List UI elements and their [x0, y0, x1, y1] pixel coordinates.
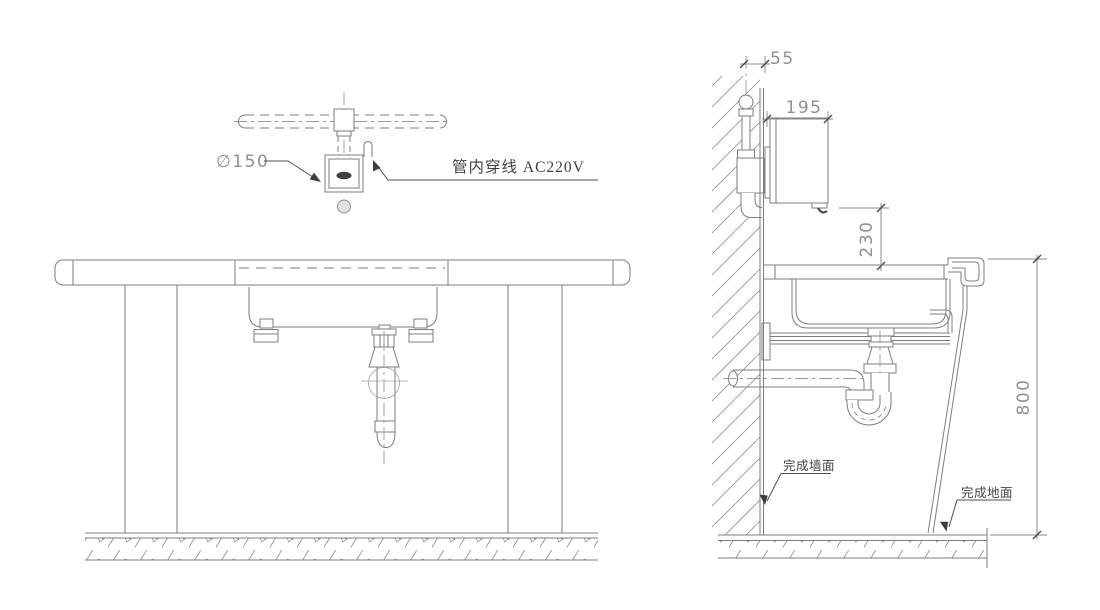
wiring-callout: 管内穿线 AC220V	[373, 158, 598, 181]
sensor-box-side	[764, 117, 829, 214]
floor-hatch	[718, 541, 987, 558]
dim-195-text: 195	[786, 98, 823, 118]
floor-side	[718, 528, 988, 568]
side-view: 55 195 230	[712, 49, 1047, 568]
leader-arrow	[309, 172, 321, 182]
spout-aerator	[337, 199, 351, 214]
spout-outlet	[817, 207, 828, 214]
counter-nosing	[947, 257, 985, 287]
dim-55: 55	[739, 49, 795, 73]
sink-bowl-front	[248, 287, 438, 328]
leader-arrow	[373, 160, 381, 172]
p-trap-side	[723, 327, 897, 426]
sensor-box-front	[324, 154, 364, 193]
dim-800: 800	[988, 254, 1047, 540]
finished-floor-label: 完成地面	[961, 485, 1013, 500]
floor-hatch	[85, 538, 598, 560]
faucet-detail-front: ∅150 管内穿线 AC220V	[216, 92, 598, 214]
counter-front	[54, 259, 631, 533]
support-rail	[761, 309, 953, 361]
diameter-label: ∅150	[216, 152, 269, 172]
dim-195: 195	[762, 98, 833, 127]
diameter-leader	[264, 160, 317, 180]
trap-hidden-arc	[851, 402, 887, 421]
front-apron-line	[932, 309, 968, 534]
sink-bowl-side-inner	[795, 279, 947, 325]
leader-arrow	[939, 521, 949, 532]
tee-fitting	[333, 108, 355, 137]
countertop-front	[54, 259, 631, 286]
dim-800-text: 800	[1014, 379, 1034, 416]
mounting-plate	[764, 146, 771, 199]
counter-legs	[124, 285, 563, 533]
sensor-window	[336, 171, 352, 180]
wall-hatch	[712, 76, 760, 535]
leader-arrow	[759, 494, 768, 505]
drop-pipe-hidden	[337, 136, 351, 155]
finished-floor-leader	[948, 499, 958, 528]
finished-floor-callout: 完成地面	[939, 485, 1013, 532]
spout	[811, 202, 828, 209]
conduit-stub	[363, 140, 373, 157]
front-view: ∅150 管内穿线 AC220V	[54, 92, 631, 561]
floor-front	[85, 532, 598, 561]
sink-clip-left	[253, 318, 279, 343]
finished-wall-callout: 完成墙面	[759, 458, 835, 505]
supply-pipe-fitting	[738, 94, 754, 110]
sink-bowl-side-outer	[791, 279, 951, 329]
dim-230-text: 230	[857, 221, 877, 258]
counter-side-section	[763, 257, 985, 534]
dim-230: 230	[839, 203, 889, 271]
sink-clip-right	[408, 318, 434, 343]
front-apron-line	[927, 309, 964, 534]
wall-face	[759, 88, 764, 535]
diameter-callout: ∅150	[216, 152, 321, 182]
dim-55-text: 55	[770, 49, 795, 69]
bottle-trap-front	[361, 324, 408, 468]
finished-wall-leader	[766, 473, 782, 502]
wiring-label: 管内穿线 AC220V	[452, 158, 585, 176]
finished-wall-label: 完成墙面	[783, 458, 835, 473]
rail-wall-bracket	[761, 322, 771, 361]
